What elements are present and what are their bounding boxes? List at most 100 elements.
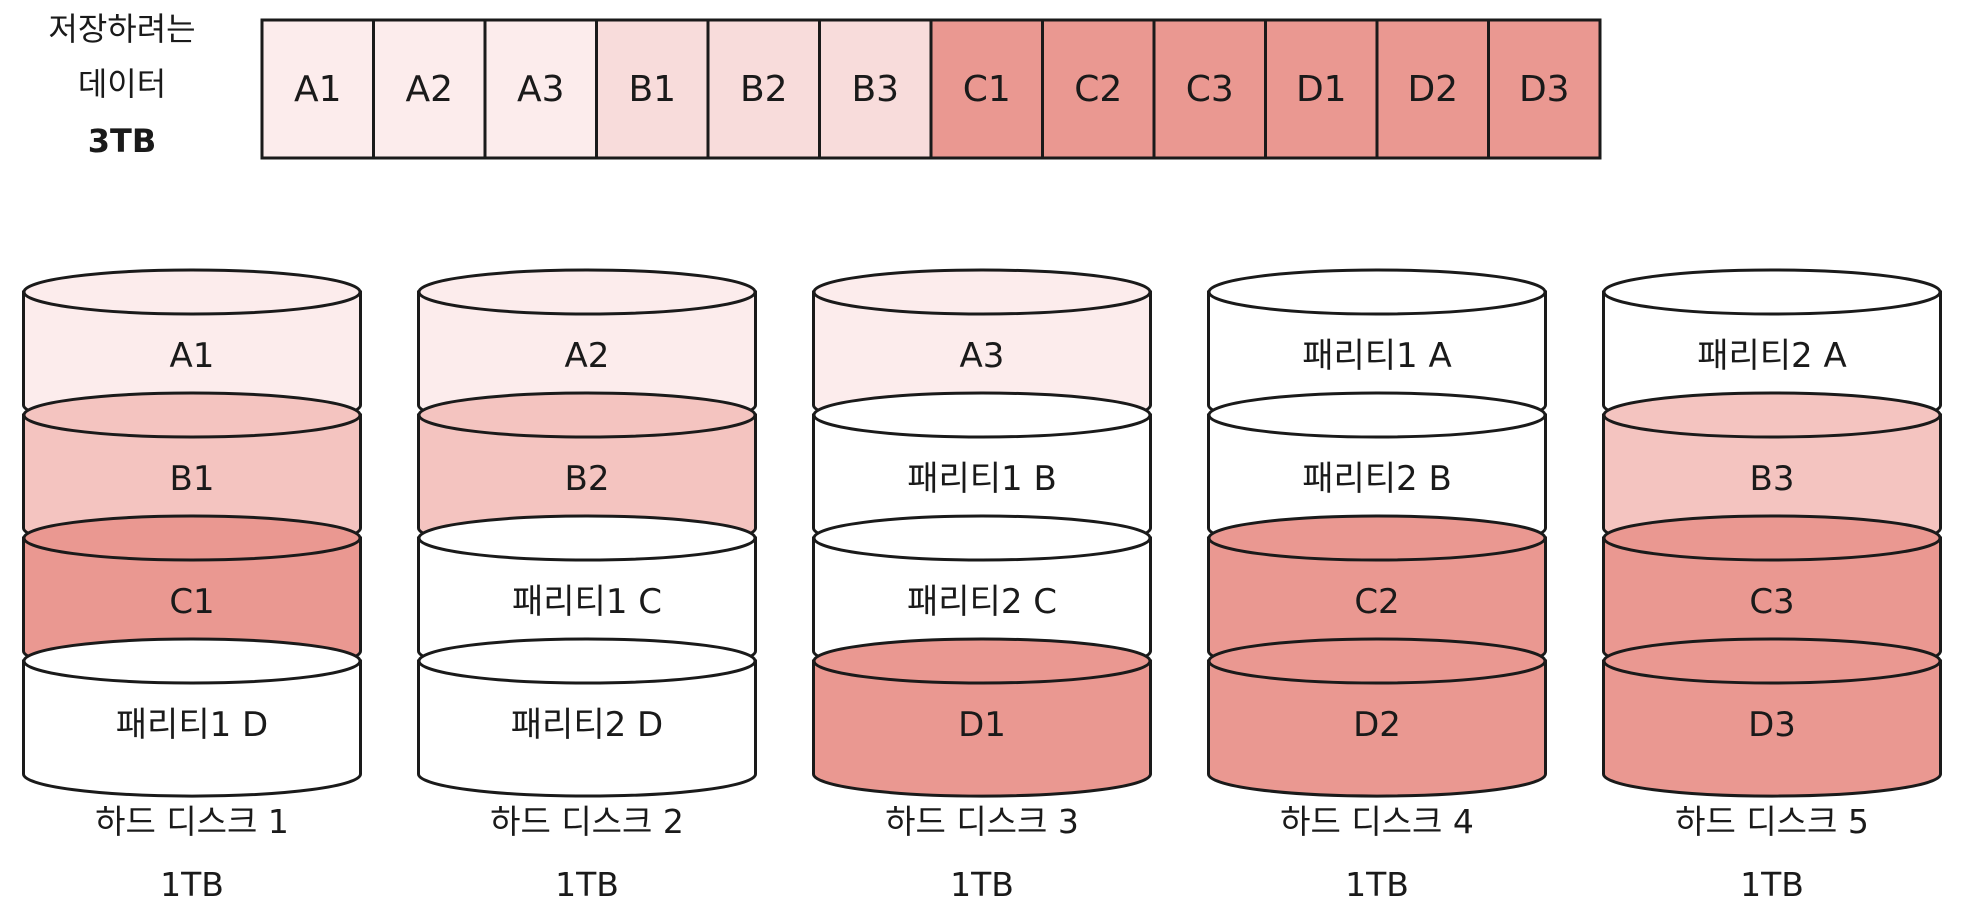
data-cell-box <box>483 18 598 160</box>
disk-block-top <box>1207 514 1547 562</box>
disk-block-top <box>22 514 362 562</box>
disk-block-top <box>812 391 1152 439</box>
data-cell-label: B1 <box>628 69 676 110</box>
disk-block-top <box>1602 391 1942 439</box>
disk-block: D1 <box>812 637 1152 798</box>
disk-name: 하드 디스크 1 <box>95 802 289 841</box>
disk-block-body <box>1602 659 1942 798</box>
data-cell-c3: C3 <box>1152 18 1267 160</box>
disk-block-top <box>1602 637 1942 685</box>
data-title: 저장하려는 데이터 3TB <box>48 10 195 160</box>
disk-block-label: B2 <box>565 459 610 499</box>
disk-capacity: 1TB <box>1345 865 1409 904</box>
disk-block: A1 <box>22 268 362 429</box>
disk-name: 하드 디스크 4 <box>1280 802 1474 841</box>
data-cell-label: D2 <box>1407 69 1458 110</box>
data-cell-box <box>818 18 933 160</box>
data-cell-box <box>372 18 487 160</box>
disk-block: D3 <box>1602 637 1942 798</box>
data-title-line-2: 데이터 <box>78 65 166 103</box>
data-cell-c2: C2 <box>1041 18 1156 160</box>
data-cell-label: B3 <box>851 69 899 110</box>
data-cell-a3: A3 <box>483 18 598 160</box>
data-cell-c1: C1 <box>929 18 1044 160</box>
disk-block-label: 패리티1 B <box>907 459 1057 499</box>
disk-block-label: 패리티2 C <box>907 582 1057 622</box>
data-strip: A1 A2 A3 B1 B2 B3 C1 C2 C3 D1 D2 D3 <box>260 18 1602 160</box>
disk-block-top <box>812 514 1152 562</box>
data-cell-label: A1 <box>294 69 342 110</box>
disk-block-top <box>1602 268 1942 316</box>
disk-block-label: A3 <box>960 336 1005 376</box>
disk-block-label: C3 <box>1749 582 1794 622</box>
disk-block: B1 <box>22 391 362 552</box>
data-cell-d2: D2 <box>1375 18 1490 160</box>
disk-capacity: 1TB <box>160 865 224 904</box>
disk-block: 패리티2 D <box>417 637 757 798</box>
data-cell-a1: A1 <box>260 18 375 160</box>
disk-capacity: 1TB <box>1740 865 1804 904</box>
data-cell-label: D1 <box>1296 69 1347 110</box>
disk-block-body <box>812 659 1152 798</box>
data-cell-label: B2 <box>740 69 788 110</box>
disk-block-top <box>417 514 757 562</box>
disk-block-label: 패리티1 C <box>512 582 662 622</box>
disk-name: 하드 디스크 5 <box>1675 802 1869 841</box>
disk-block-top <box>1207 637 1547 685</box>
data-cell-box <box>929 18 1044 160</box>
disk-block-label: 패리티2 B <box>1302 459 1452 499</box>
data-cell-label: C2 <box>1074 69 1122 110</box>
data-cell-box <box>1264 18 1379 160</box>
data-cell-box <box>1041 18 1156 160</box>
disk-block: C1 <box>22 514 362 675</box>
disk-block-label: D3 <box>1748 705 1796 745</box>
disk-block-top <box>1602 514 1942 562</box>
data-cell-b2: B2 <box>706 18 821 160</box>
disk-block: 패리티1 C <box>417 514 757 675</box>
disk-capacity: 1TB <box>950 865 1014 904</box>
data-cell-label: A3 <box>517 69 565 110</box>
disk-block-top <box>417 268 757 316</box>
data-title-line-3: 3TB <box>88 122 156 160</box>
disk-block-body <box>1207 659 1547 798</box>
disk-block-top <box>417 637 757 685</box>
data-cell-d3: D3 <box>1487 18 1602 160</box>
data-cell-label: C1 <box>963 69 1011 110</box>
disk-block-top <box>22 268 362 316</box>
disk-block-label: C2 <box>1354 582 1399 622</box>
disk-block: A2 <box>417 268 757 429</box>
data-cell-b1: B1 <box>595 18 710 160</box>
data-cell-box <box>1487 18 1602 160</box>
disk-block-label: 패리티2 D <box>511 705 663 745</box>
disk-block-label: D2 <box>1353 705 1401 745</box>
disk-capacity: 1TB <box>555 865 619 904</box>
disk-block-top <box>812 268 1152 316</box>
disk-block-label: B3 <box>1750 459 1795 499</box>
data-cell-label: A2 <box>405 69 453 110</box>
hard-disk-3: A3 패리티1 B 패리티2 C D1 하드 디스크 3 1TB <box>812 268 1152 904</box>
disk-block-top <box>812 637 1152 685</box>
disk-block-top <box>1207 391 1547 439</box>
disk-block-top <box>417 391 757 439</box>
disk-block-label: B1 <box>170 459 215 499</box>
disk-block: A3 <box>812 268 1152 429</box>
disk-block-label: 패리티2 A <box>1697 336 1847 376</box>
disk-name: 하드 디스크 3 <box>885 802 1079 841</box>
disk-block-label: 패리티1 D <box>116 705 268 745</box>
disk-block-label: D1 <box>958 705 1006 745</box>
disk-block-label: A2 <box>565 336 610 376</box>
data-cell-d1: D1 <box>1264 18 1379 160</box>
disk-block: C2 <box>1207 514 1547 675</box>
disk-block-top <box>22 637 362 685</box>
disk-block: 패리티1 B <box>812 391 1152 552</box>
disk-block-label: 패리티1 A <box>1302 336 1452 376</box>
data-cell-a2: A2 <box>372 18 487 160</box>
data-cell-label: C3 <box>1186 69 1234 110</box>
data-title-line-1: 저장하려는 <box>48 10 195 48</box>
data-cell-box <box>1152 18 1267 160</box>
